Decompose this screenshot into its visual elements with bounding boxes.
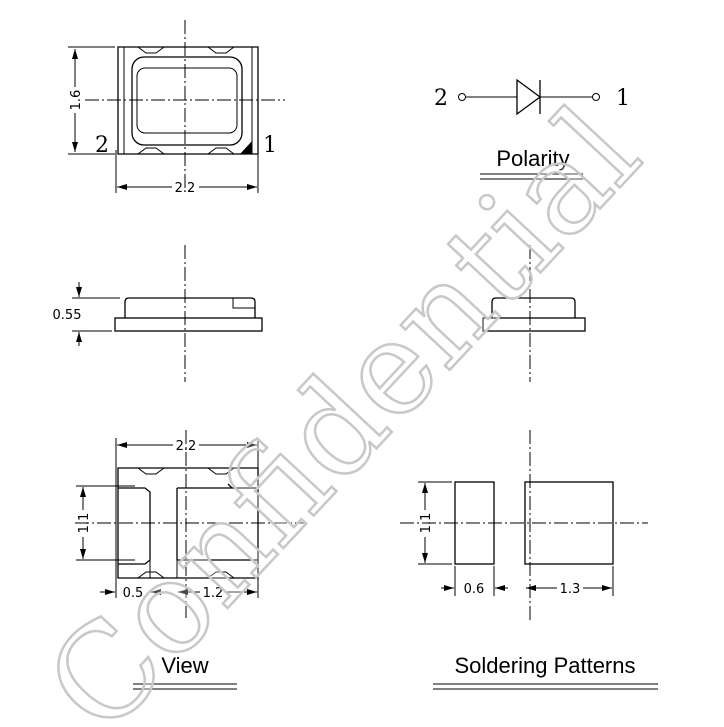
left-pad-dim: 0.5 (123, 586, 144, 601)
side-height-dim: 0.55 (53, 308, 82, 323)
polarity-symbol: 2 1 Polarity (434, 78, 630, 180)
polarity-caption: Polarity (496, 146, 569, 171)
polarity-pin-1: 1 (616, 86, 630, 111)
top-view: 1.6 2.2 2 1 (68, 20, 285, 196)
pin-2-label: 2 (95, 133, 109, 158)
solder-left-dim: 0.6 (464, 582, 485, 597)
side-view: 0.55 (53, 245, 263, 382)
top-height-dim: 1.6 (69, 90, 84, 111)
end-view (482, 245, 586, 382)
soldering-pattern: 1.1 0.6 1.3 Soldering Patterns (400, 430, 658, 690)
bottom-view: 2.2 1.1 0.5 1.2 View (75, 430, 305, 690)
view-caption: View (161, 653, 208, 678)
diode-icon (516, 78, 542, 116)
bottom-pad-height-dim: 1.1 (77, 513, 92, 534)
cathode-mark-icon (240, 141, 252, 154)
solder-right-dim: 1.3 (560, 582, 581, 597)
polarity-pin-2: 2 (434, 86, 448, 111)
solder-pad-right (524, 481, 614, 565)
bottom-width-dim: 2.2 (176, 439, 197, 454)
pin-1-label: 1 (263, 133, 277, 158)
solder-height-dim: 1.1 (419, 513, 434, 534)
top-width-dim: 2.2 (175, 181, 196, 196)
soldering-caption: Soldering Patterns (455, 653, 636, 678)
right-pad-dim: 1.2 (203, 586, 224, 601)
